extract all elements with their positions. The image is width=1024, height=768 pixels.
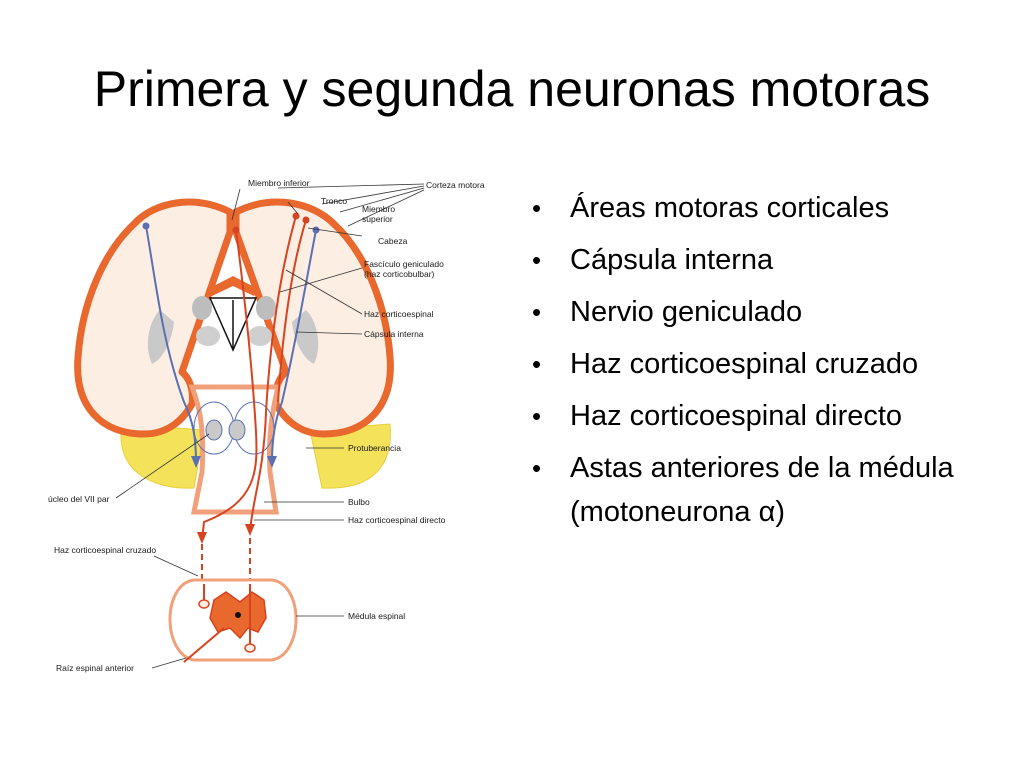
slide-title: Primera y segunda neuronas motoras: [93, 61, 931, 117]
label-raiz-anterior: Raíz espinal anterior: [56, 663, 134, 673]
label-cabeza: Cabeza: [378, 236, 408, 246]
label-haz-corticoespinal: Haz corticoespinal: [364, 309, 434, 319]
blue-pathway-left: [145, 225, 197, 463]
leader-lines: [115, 183, 425, 669]
basal-nucleus-r2: [248, 326, 272, 346]
label-bulbo: Bulbo: [348, 497, 370, 507]
bullet-item: • Haz corticoespinal cruzado: [528, 342, 998, 386]
facial-nucleus-right: [228, 419, 246, 441]
bullet-item: • Haz corticoespinal directo: [528, 394, 998, 438]
basal-nucleus-r1: [256, 296, 276, 320]
bullet-text: Haz corticoespinal cruzado: [570, 348, 919, 380]
label-nucleo-vii: úcleo del VII par: [48, 494, 110, 504]
label-haz-directo: Haz corticoespinal directo: [348, 515, 446, 525]
bullet-dot-icon: •: [532, 245, 542, 275]
label-fasciculo-2: (haz corticobulbar): [364, 269, 435, 279]
bullet-text: Haz corticoespinal directo: [570, 400, 903, 432]
label-corteza-motora: Corteza motora: [426, 180, 485, 190]
label-capsula-interna: Cápsula interna: [364, 329, 424, 339]
bullet-item: • Cápsula interna: [528, 238, 998, 282]
corpus-callosum: [206, 276, 260, 296]
label-miembro-superior-2: superior: [362, 214, 393, 224]
label-haz-cruzado: Haz corticoespinal cruzado: [54, 545, 156, 555]
label-fasciculo-1: Fascículo geniculado: [364, 259, 444, 269]
bullet-dot-icon: •: [532, 297, 542, 327]
red-pathway-head: [277, 219, 307, 403]
facial-nucleus-left: [205, 419, 223, 441]
bullet-text: Cápsula interna: [570, 244, 774, 276]
left-ventricle: [147, 310, 174, 364]
label-miembro-inferior: Miembro inferior: [248, 178, 310, 188]
basal-nucleus-l2: [196, 326, 220, 346]
bullet-list: • Áreas motoras corticales • Cápsula inter…: [528, 186, 998, 542]
blue-pathway-right: [271, 229, 317, 463]
bullet-text: Áreas motoras corticales: [570, 192, 890, 224]
red-pathway-direct: [249, 215, 297, 533]
bullet-dot-icon: •: [532, 401, 542, 431]
diagram-svg: Miembro inferior Tronco Corteza motora M…: [48, 178, 485, 673]
label-protuberancia: Protuberancia: [348, 443, 401, 453]
label-tronco: Tronco: [321, 196, 347, 206]
left-hemisphere: [74, 198, 234, 438]
bullet-dot-icon: •: [532, 349, 542, 379]
bullet-item: • Nervio geniculado: [528, 290, 998, 334]
red-pathway-crossed: [201, 229, 258, 541]
bullet-text: Astas anteriores de la médula (motoneuro…: [570, 452, 954, 528]
label-miembro-superior-1: Miembro: [362, 204, 395, 214]
bullet-text: Nervio geniculado: [570, 296, 803, 328]
brainstem: [188, 384, 282, 515]
bullet-dot-icon: •: [532, 453, 542, 483]
bullet-dot-icon: •: [532, 193, 542, 223]
pons-shape: [120, 423, 391, 489]
bullet-item: • Astas anteriores de la médula (motoneur…: [528, 446, 998, 534]
label-medula-espinal: Médula espinal: [348, 611, 405, 621]
bullet-item: • Áreas motoras corticales: [528, 186, 998, 230]
motor-pathway-diagram: Miembro inferior Tronco Corteza motora M…: [44, 172, 508, 692]
basal-nucleus-l1: [192, 296, 212, 320]
